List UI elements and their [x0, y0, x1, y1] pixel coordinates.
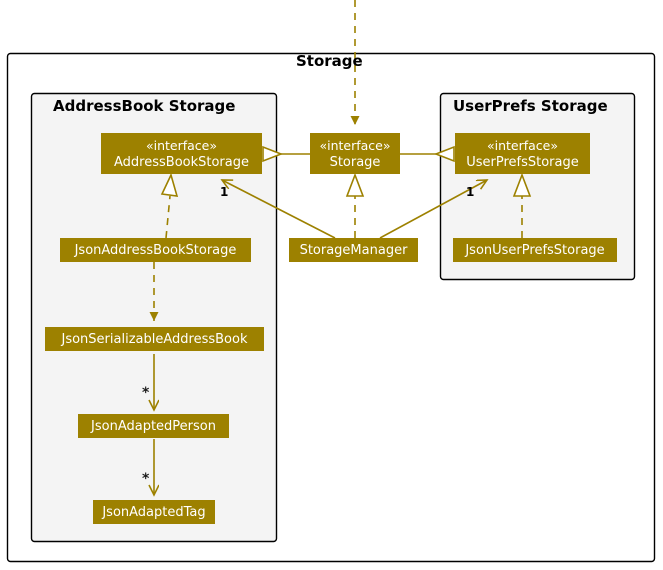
class-name-label: AddressBookStorage — [114, 154, 249, 170]
stereotype-label: «interface» — [486, 137, 559, 153]
class-box-address-book-storage[interactable]: «interface» AddressBookStorage — [101, 133, 262, 174]
class-box-storage-manager[interactable]: StorageManager — [289, 238, 418, 262]
class-name-label: JsonAddressBookStorage — [74, 242, 237, 258]
package-title-userprefs-storage: UserPrefs Storage — [453, 97, 608, 115]
edge-storagemanager-to-userprefsstorage-assoc — [379, 180, 487, 239]
stereotype-label: «interface» — [319, 137, 391, 153]
multiplicity-label-person: * — [142, 385, 150, 401]
class-box-json-address-book-storage[interactable]: JsonAddressBookStorage — [60, 238, 251, 262]
edge-storage-to-addressbookstorage — [262, 145, 310, 163]
multiplicity-label-tag: * — [142, 471, 150, 487]
package-title-addressbook-storage: AddressBook Storage — [53, 97, 236, 115]
edge-jsonaddressbookstorage-to-addressbookstorage — [160, 172, 179, 239]
class-name-label: Storage — [329, 154, 381, 170]
class-box-json-adapted-tag[interactable]: JsonAdaptedTag — [93, 500, 215, 524]
edge-storagemanager-to-addressbookstorage-assoc — [222, 180, 336, 239]
class-name-label: JsonSerializableAddressBook — [61, 331, 248, 347]
class-name-label: JsonAdaptedTag — [102, 504, 206, 520]
edge-storagemanager-to-storage — [345, 172, 365, 238]
class-box-json-user-prefs-storage[interactable]: JsonUserPrefsStorage — [453, 238, 617, 262]
class-name-label: JsonAdaptedPerson — [91, 418, 216, 434]
edge-storage-to-userprefsstorage — [400, 145, 455, 163]
class-box-json-serializable-address-book[interactable]: JsonSerializableAddressBook — [45, 327, 264, 351]
stereotype-label: «interface» — [145, 137, 218, 153]
edge-jsonuserprefsstorage-to-userprefsstorage — [512, 172, 532, 238]
outer-frame-title: Storage — [296, 52, 363, 70]
class-name-label: UserPrefsStorage — [466, 154, 579, 170]
multiplicity-label-userprefs: 1 — [466, 185, 475, 199]
class-box-user-prefs-storage[interactable]: «interface» UserPrefsStorage — [455, 133, 590, 174]
class-box-storage[interactable]: «interface» Storage — [310, 133, 400, 174]
multiplicity-label-addressbook: 1 — [220, 185, 229, 199]
class-box-json-adapted-person[interactable]: JsonAdaptedPerson — [78, 414, 229, 438]
class-name-label: JsonUserPrefsStorage — [465, 242, 605, 258]
class-name-label: StorageManager — [299, 242, 408, 258]
